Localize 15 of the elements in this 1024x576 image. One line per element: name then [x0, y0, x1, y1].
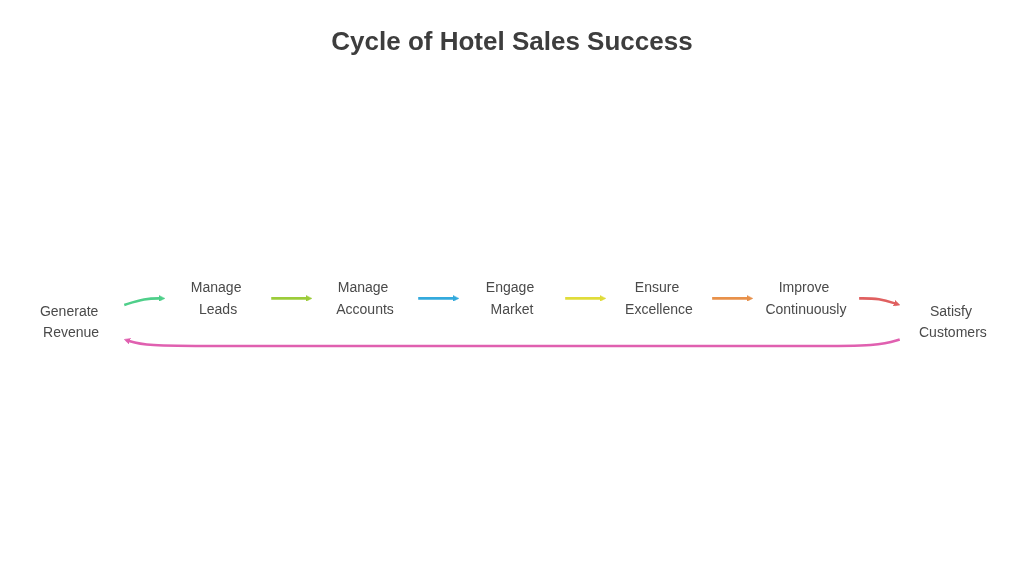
arrow — [271, 294, 313, 302]
node-text: Satisfy Customers — [918, 303, 987, 340]
node-text: Manage Accounts — [336, 279, 394, 316]
arrow — [418, 294, 460, 302]
arrow — [712, 294, 754, 302]
arrow — [123, 294, 166, 306]
arrow — [123, 337, 901, 348]
node-text: Generate Revenue — [39, 303, 100, 340]
node-text: Engage Market — [485, 279, 535, 316]
arrow — [565, 294, 607, 302]
node-text: Ensure Excellence — [625, 279, 693, 316]
diagram-title: Cycle of Hotel Sales Success — [331, 26, 693, 57]
arrow — [859, 296, 901, 306]
node-text: Manage Leads — [190, 279, 242, 316]
node-text: Improve Continuously — [765, 279, 847, 316]
